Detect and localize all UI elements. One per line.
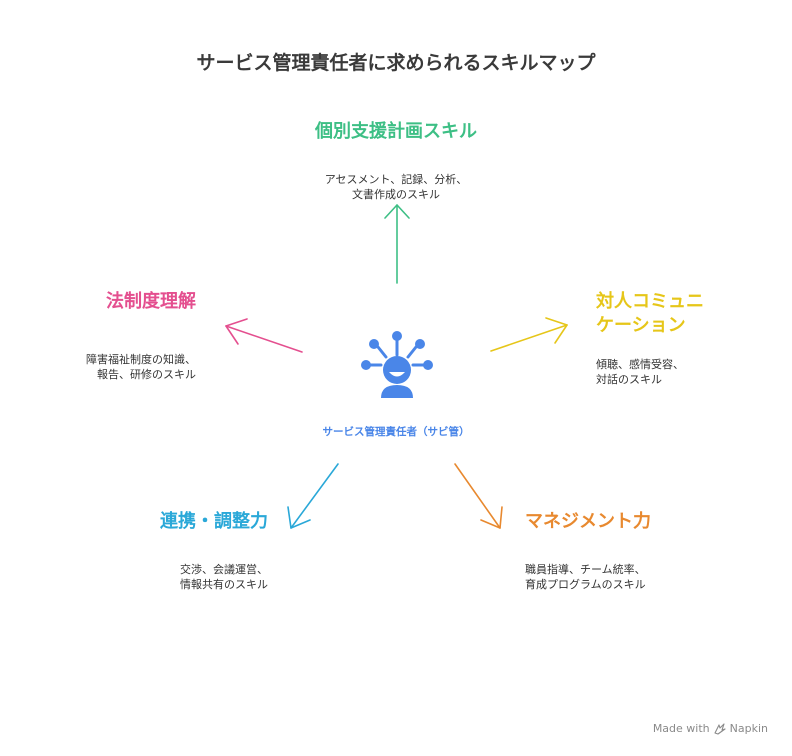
person-network-icon bbox=[361, 331, 433, 398]
napkin-brand: Made with Napkin bbox=[653, 722, 768, 735]
arrow-comm bbox=[490, 317, 568, 352]
arrow-mgmt bbox=[454, 463, 503, 529]
skill-heading-plan: 個別支援計画スキル bbox=[315, 121, 477, 142]
skill-heading-coop: 連携・調整力 bbox=[160, 511, 268, 532]
skill-heading-mgmt: マネジメント力 bbox=[525, 511, 651, 532]
arrow-law bbox=[225, 318, 303, 353]
napkin-logo-icon bbox=[714, 722, 726, 735]
skill-desc-coop-line2: 情報共有のスキル bbox=[180, 578, 268, 591]
skill-desc-comm-line2: 対話のスキル bbox=[596, 373, 662, 386]
skill-desc-mgmt-line2: 育成プログラムのスキル bbox=[525, 578, 646, 591]
skill-heading-law: 法制度理解 bbox=[106, 291, 196, 312]
arrow-coop bbox=[287, 463, 339, 529]
page-title: サービス管理責任者に求められるスキルマップ bbox=[196, 52, 596, 74]
brand-name: Napkin bbox=[729, 722, 768, 735]
arrow-plan bbox=[384, 204, 410, 284]
skill-desc-plan-line1: アセスメント、記録、分析、 bbox=[324, 173, 468, 186]
center-label: サービス管理責任者（サビ管） bbox=[322, 426, 470, 438]
skill-desc-coop: 交渉、会議運営、 情報共有のスキル bbox=[0, 562, 268, 592]
skill-heading-comm-line2: ケーション bbox=[596, 315, 686, 336]
skill-desc-coop-line1: 交渉、会議運営、 bbox=[180, 563, 268, 576]
skill-desc-law: 障害福祉制度の知識、 報告、研修のスキル bbox=[0, 352, 196, 382]
skill-desc-comm-line1: 傾聴、感情受容、 bbox=[596, 358, 684, 371]
skill-heading-comm-line1: 対人コミュニ bbox=[596, 291, 704, 312]
skill-desc-law-line1: 障害福祉制度の知識、 bbox=[86, 353, 196, 366]
skill-desc-plan-line2: 文書作成のスキル bbox=[352, 188, 440, 201]
skill-desc-plan: アセスメント、記録、分析、 文書作成のスキル bbox=[0, 172, 792, 202]
skill-desc-law-line2: 報告、研修のスキル bbox=[97, 368, 196, 381]
brand-made-with: Made with bbox=[652, 722, 710, 735]
skill-desc-comm: 傾聴、感情受容、 対話のスキル bbox=[596, 357, 684, 387]
skill-desc-mgmt: 職員指導、チーム統率、 育成プログラムのスキル bbox=[525, 562, 646, 592]
skill-desc-mgmt-line1: 職員指導、チーム統率、 bbox=[525, 563, 646, 576]
skill-heading-comm: 対人コミュニ ケーション bbox=[596, 290, 704, 338]
